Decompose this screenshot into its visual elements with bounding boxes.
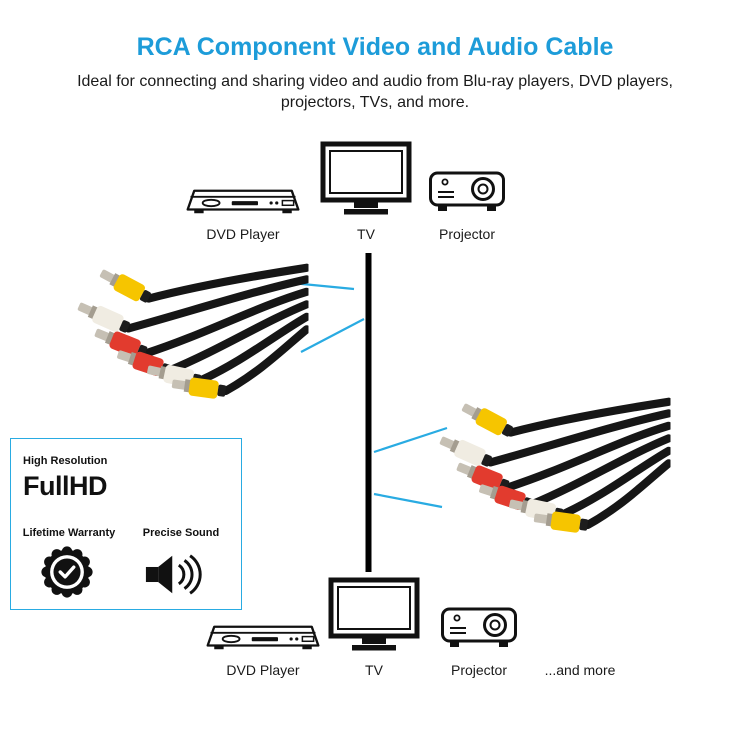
- device-projector-bottom: Projector: [436, 578, 522, 678]
- dvd-player-icon: [181, 187, 305, 217]
- tv-icon: [320, 141, 412, 217]
- device-label: DVD Player: [206, 226, 280, 242]
- callout-line-right-top: [373, 426, 448, 454]
- device-tv-bottom: TV: [326, 574, 422, 678]
- callout-line-right-bottom: [373, 492, 443, 509]
- rca-cable-bundle-right: [438, 396, 672, 550]
- tv-icon: [328, 577, 420, 653]
- device-and-more: ...and more: [530, 578, 630, 678]
- device-dvd-player-top: DVD Player: [178, 142, 308, 242]
- callout-line-left-bottom: [300, 318, 365, 353]
- page-title: RCA Component Video and Audio Cable: [136, 33, 614, 61]
- subtitle: Ideal for connecting and sharing video a…: [25, 71, 725, 113]
- warranty-badge-icon: [38, 543, 96, 601]
- projector-icon: [428, 163, 506, 217]
- device-dvd-player-bottom: DVD Player: [198, 576, 328, 678]
- and-more-label: ...and more: [544, 662, 616, 678]
- device-label: DVD Player: [226, 662, 300, 678]
- subtitle-line-1: Ideal for connecting and sharing video a…: [77, 73, 673, 90]
- subtitle-line-2: projectors, TVs, and more.: [280, 94, 470, 112]
- feature-box: High Resolution FullHD Lifetime Warranty…: [10, 438, 242, 610]
- projector-icon: [440, 599, 518, 653]
- device-label: Projector: [450, 662, 508, 678]
- precise-sound-label: Precise Sound: [142, 527, 220, 539]
- device-label: TV: [357, 226, 375, 242]
- device-projector-top: Projector: [424, 142, 510, 242]
- device-label: Projector: [438, 226, 496, 242]
- lifetime-warranty-label: Lifetime Warranty: [22, 527, 116, 539]
- rca-cable-bundle-left: [76, 262, 310, 416]
- high-resolution-label: High Resolution: [23, 455, 108, 467]
- device-tv-top: TV: [318, 138, 414, 242]
- dvd-player-icon: [201, 623, 325, 653]
- fullhd-logo: FullHD: [23, 471, 108, 501]
- device-label: TV: [365, 662, 383, 678]
